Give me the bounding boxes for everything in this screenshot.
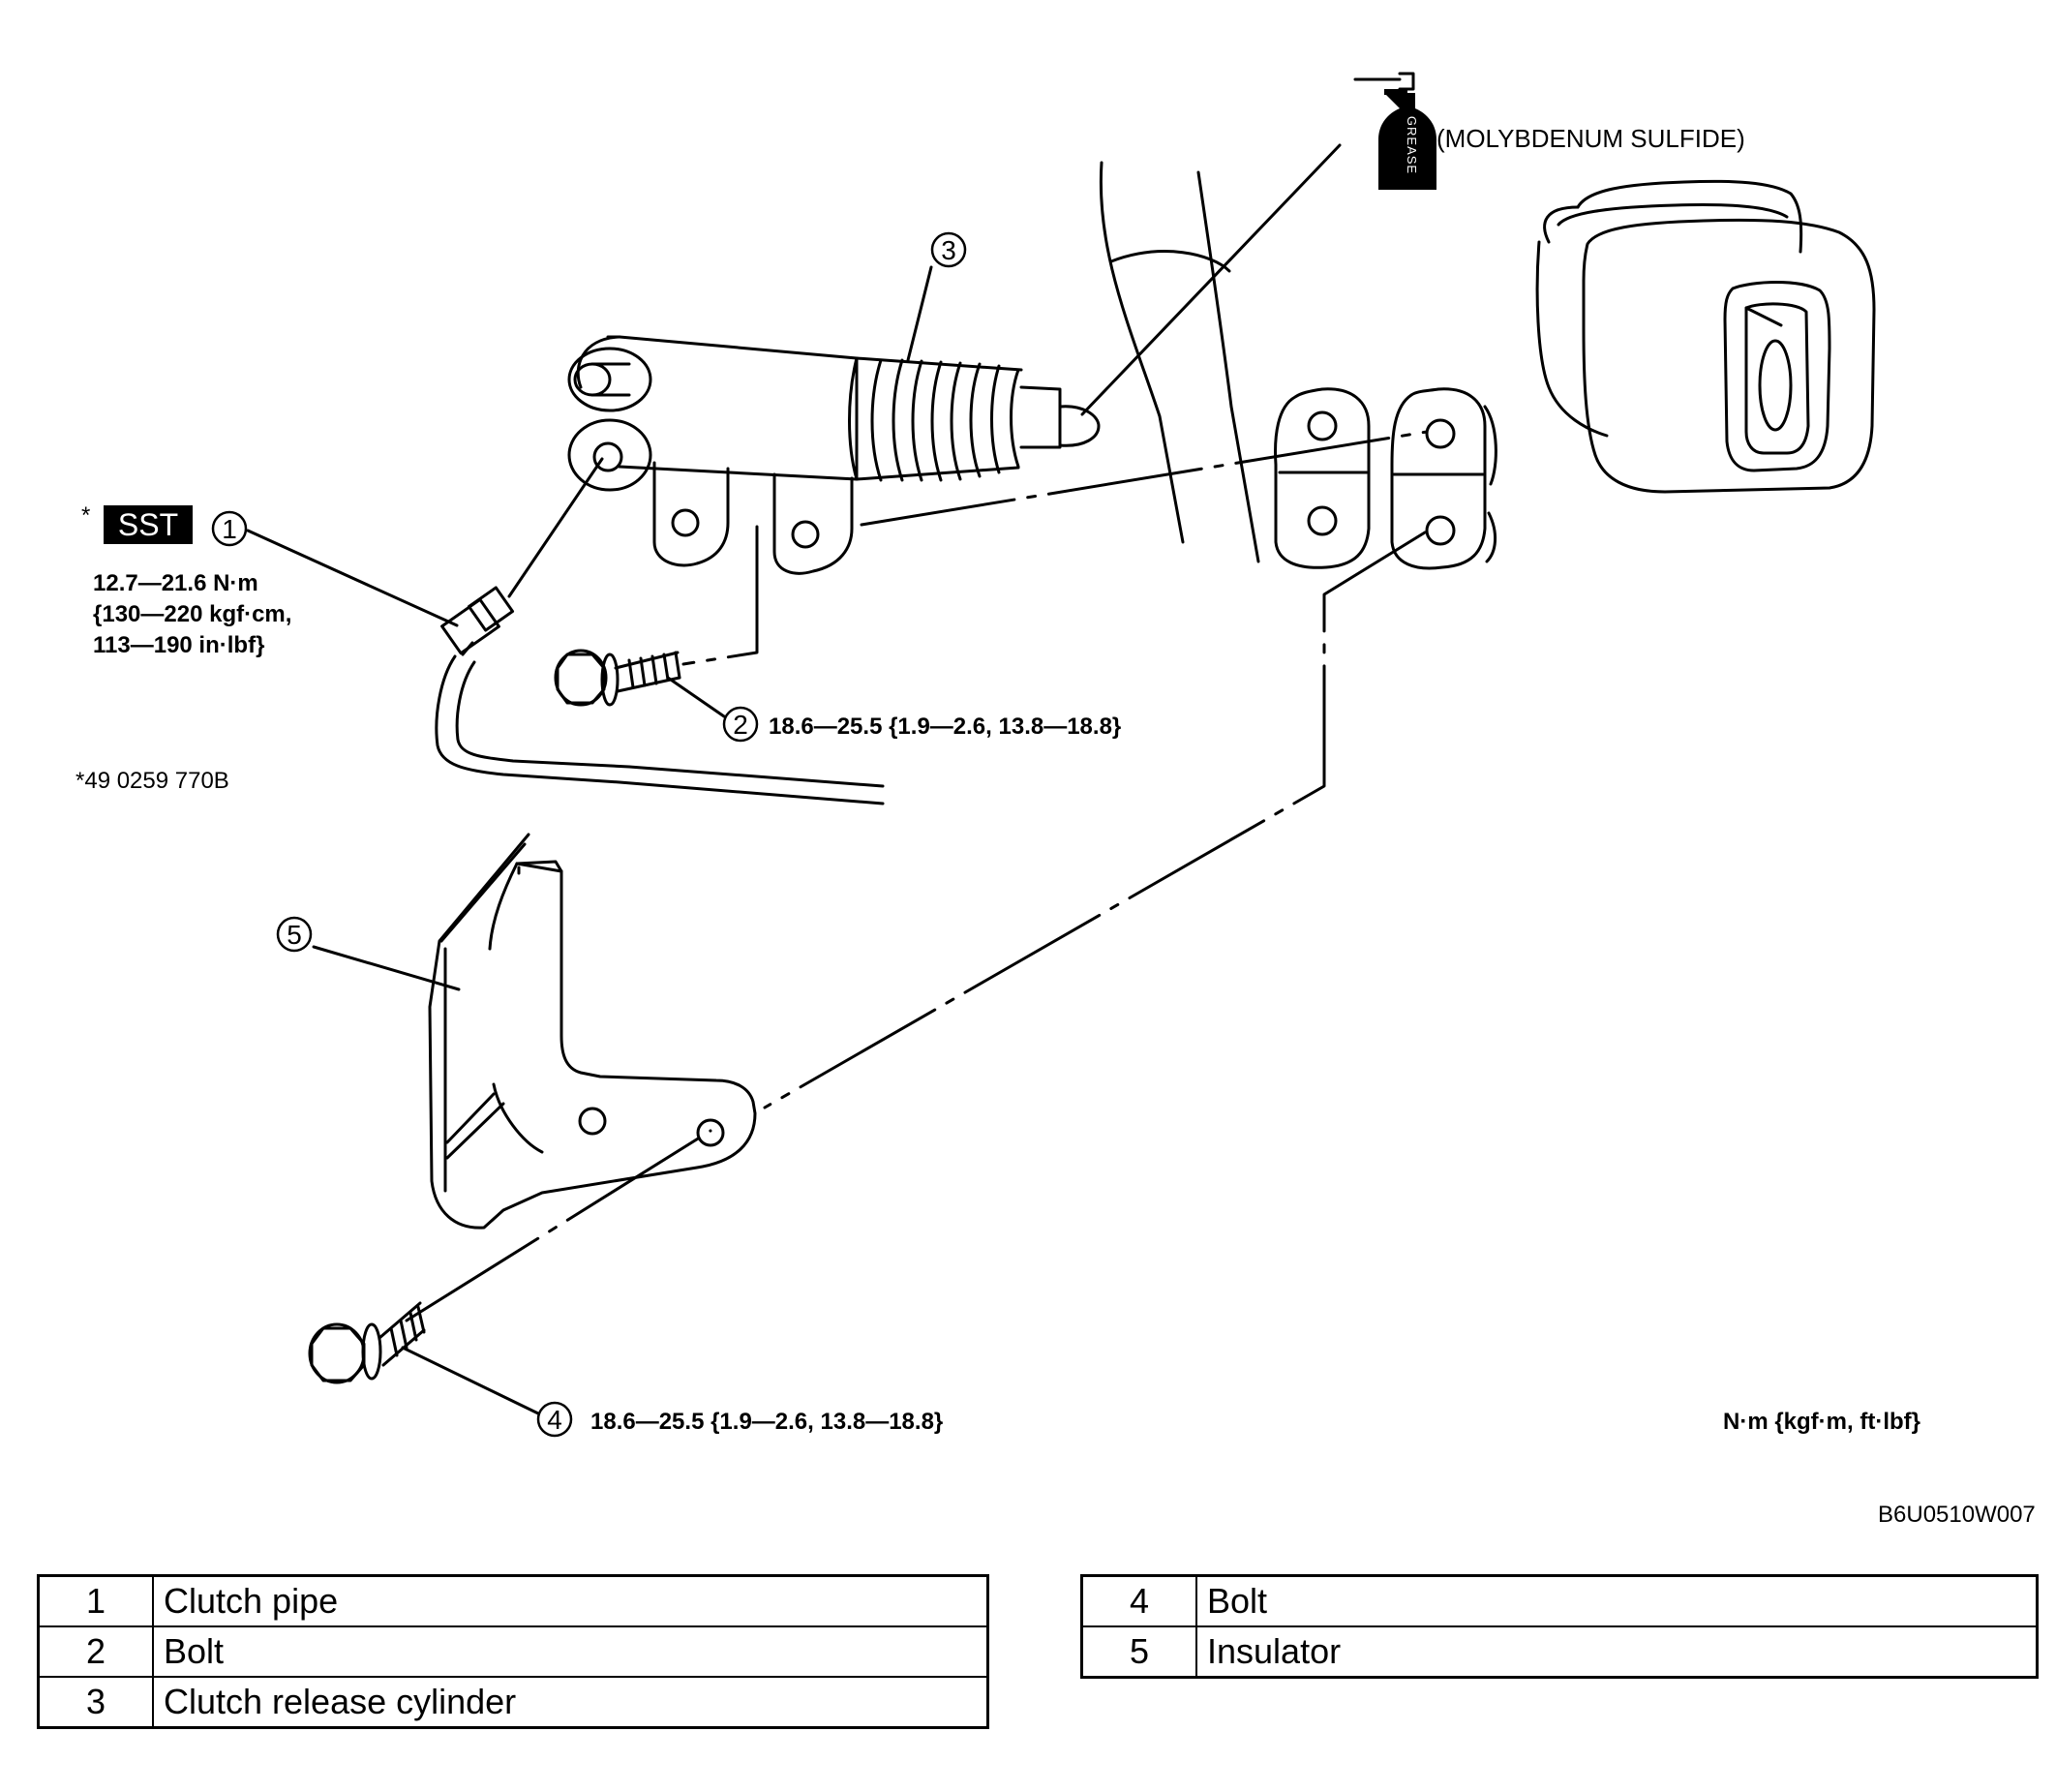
part-number: 1 xyxy=(37,1574,154,1627)
table-row: 5 Insulator xyxy=(1080,1625,2039,1679)
callout-circles xyxy=(211,231,967,1438)
callout-leaders xyxy=(246,265,933,1415)
callout-number-4: 4 xyxy=(547,1405,562,1435)
figure-id: B6U0510W007 xyxy=(1878,1502,2036,1528)
table-row: 4 Bolt xyxy=(1080,1574,2039,1627)
mounting-plates xyxy=(1274,387,1497,570)
units-note: N·m {kgf·m, ft·lbf} xyxy=(1723,1409,1920,1435)
part-name: Bolt xyxy=(152,1625,989,1678)
transmission-mount xyxy=(1535,179,1876,494)
parts-table-right: 4 Bolt 5 Insulator xyxy=(1080,1574,2039,1679)
part-name: Bolt xyxy=(1195,1574,2039,1627)
alignment-lines xyxy=(405,430,1429,1322)
part-number: 5 xyxy=(1080,1625,1197,1679)
part-number: 3 xyxy=(37,1676,154,1729)
callout-number-1: 1 xyxy=(222,514,237,544)
part-number: 2 xyxy=(37,1625,154,1678)
grease-can: GREASE xyxy=(1378,89,1436,190)
table-row: 1 Clutch pipe xyxy=(37,1574,989,1627)
grease-can-text: GREASE xyxy=(1405,116,1419,174)
pipe-to-cylinder-line xyxy=(507,457,604,598)
parts-table-left: 1 Clutch pipe 2 Bolt 3 Clutch release cy… xyxy=(37,1574,989,1729)
sst-part-number: *49 0259 770B xyxy=(76,768,229,794)
part-name: Insulator xyxy=(1195,1625,2039,1679)
sst-badge xyxy=(104,505,193,544)
clutch-pipe xyxy=(435,586,885,805)
insulator xyxy=(428,833,757,1230)
callout-number-5: 5 xyxy=(287,920,302,950)
part-name: Clutch pipe xyxy=(152,1574,989,1627)
torque-1-line1: 12.7—21.6 N·m xyxy=(93,570,258,596)
grease-note: (MOLYBDENUM SULFIDE) xyxy=(1436,124,1745,153)
part-number: 4 xyxy=(1080,1574,1197,1627)
part-name: Clutch release cylinder xyxy=(152,1676,989,1729)
torque-4: 18.6—25.5 {1.9—2.6, 13.8—18.8} xyxy=(590,1409,943,1435)
clutch-release-cylinder xyxy=(567,335,1101,575)
torque-1-line3: 113—190 in·lbf} xyxy=(93,632,264,658)
sst-marker: * xyxy=(81,502,90,529)
table-row: 3 Clutch release cylinder xyxy=(37,1676,989,1729)
grease-leader xyxy=(1080,143,1342,416)
bolt-2 xyxy=(554,649,681,707)
transmission-housing-lines xyxy=(1099,161,1260,563)
torque-2: 18.6—25.5 {1.9—2.6, 13.8—18.8} xyxy=(769,714,1121,740)
grease-can-icon xyxy=(1353,72,1415,91)
callout-number-2: 2 xyxy=(733,710,748,740)
table-row: 2 Bolt xyxy=(37,1625,989,1678)
sst-text: SST xyxy=(118,507,178,542)
callout-number-3: 3 xyxy=(941,235,956,265)
bolt-4 xyxy=(308,1301,426,1384)
torque-1-line2: {130—220 kgf·cm, xyxy=(93,601,291,627)
